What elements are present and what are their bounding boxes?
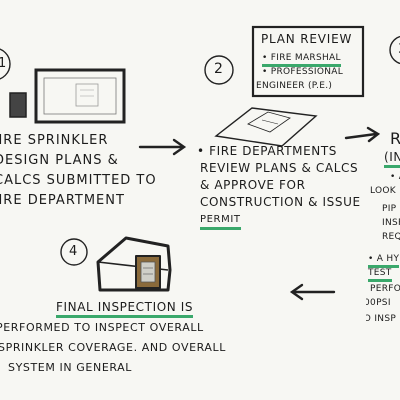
step-3-line: (In — [384, 150, 400, 168]
step-3-line: Perfo — [370, 284, 400, 294]
arrow-left-3 — [289, 283, 336, 301]
step-2-line: permit — [200, 212, 241, 230]
step-4-line: performed to inspect overall — [0, 321, 204, 334]
step-2-circle — [204, 55, 234, 85]
step-3-line: R — [390, 129, 400, 148]
step-4-line: system in general — [8, 361, 133, 374]
step-2-line: review plans & calcs — [200, 161, 359, 175]
step-3-line: Pip — [382, 204, 397, 214]
step-2-line: construction & issue — [200, 195, 361, 209]
plan-review-box — [251, 25, 365, 98]
plan-sheet-sketch — [214, 107, 318, 147]
step-2-line: • Fire departments — [197, 144, 338, 158]
plan-review-item: • Professional — [262, 67, 344, 77]
step-3-line: Insp — [382, 218, 400, 228]
plan-review-title: Plan Review — [261, 32, 353, 46]
step-3-line: 200psi — [366, 298, 391, 308]
step-2-line: & approve for — [200, 178, 306, 192]
step-4-line: sprinkler coverage. and overall — [0, 341, 227, 354]
step-1-number: 1 — [0, 56, 7, 71]
board-sketch — [9, 68, 126, 124]
step-1-line: calcs submitted to — [0, 173, 157, 188]
plan-review-item: Engineer (P.E.) — [256, 81, 333, 91]
step-3-line: Test — [368, 268, 392, 282]
step-1-line: Fire sprinkler — [0, 133, 109, 148]
step-4-circle — [60, 238, 88, 266]
arrow-right-2 — [344, 126, 381, 143]
step-3-text: R (In • A Look Pip Insp Requ • A Hy Test… — [366, 0, 400, 400]
step-3-line: • A Hy — [368, 254, 400, 268]
step-3-line: Requ — [382, 232, 400, 242]
step-3-circle — [389, 35, 400, 65]
house-sketch — [96, 236, 172, 292]
step-1-circle — [0, 48, 11, 80]
step-1-line: fire department — [0, 193, 125, 208]
step-3-line: to insp — [366, 314, 397, 324]
step-3-number: 3 — [398, 42, 400, 57]
step-1-line: design plans & — [0, 153, 119, 168]
plan-review-item: • Fire Marshal — [262, 53, 341, 67]
step-2-number: 2 — [214, 61, 224, 77]
step-4-line: Final inspection is — [56, 300, 194, 318]
step-3-line: Look — [370, 186, 396, 196]
arrow-right-1 — [138, 138, 187, 156]
step-3-line: • A — [390, 172, 400, 182]
step-4-number: 4 — [69, 244, 78, 259]
